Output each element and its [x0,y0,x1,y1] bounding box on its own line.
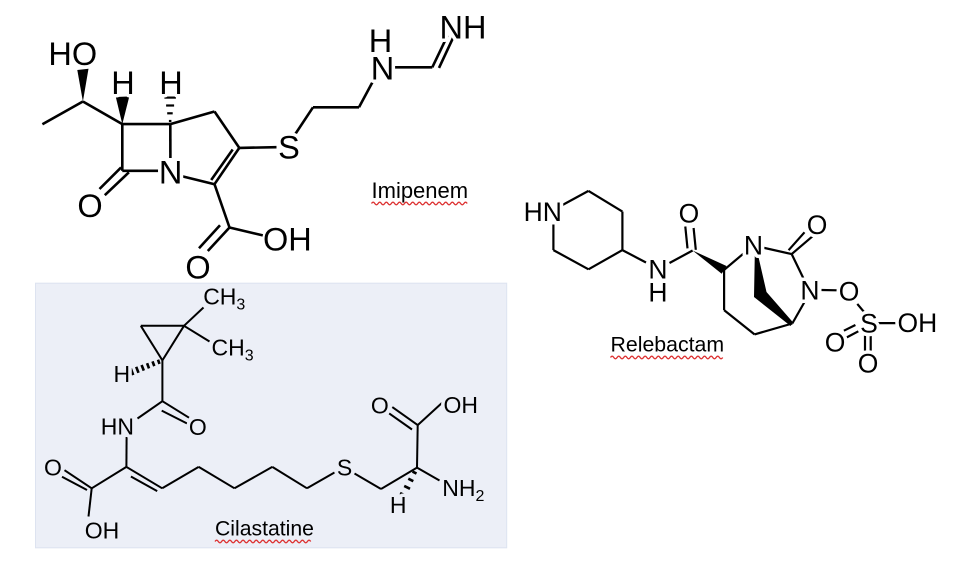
svg-text:O: O [77,188,102,224]
svg-text:O: O [825,328,846,358]
svg-text:H: H [111,65,134,101]
svg-text:HN: HN [101,414,134,440]
svg-text:O: O [858,349,879,379]
svg-text:H: H [390,492,407,518]
svg-text:N: N [371,50,394,86]
svg-text:O: O [825,328,846,358]
svg-text:OH: OH [85,517,120,543]
svg-text:Relebactam: Relebactam [611,333,725,357]
svg-text:N: N [648,255,667,285]
svg-text:HO: HO [48,36,97,72]
svg-text:O: O [44,454,62,480]
svg-text:S: S [337,455,352,481]
svg-text:H: H [159,65,182,101]
svg-text:NH: NH [440,9,487,45]
svg-text:O: O [839,277,860,307]
svg-text:H: H [369,23,392,59]
svg-text:HO: HO [48,36,97,72]
svg-text:S: S [860,309,878,339]
svg-text:O: O [77,188,102,224]
svg-text:N: N [800,276,819,306]
svg-text:HN: HN [524,197,562,227]
svg-text:O: O [44,454,62,480]
svg-text:H: H [648,278,667,308]
svg-text:H: H [369,23,392,59]
svg-text:H: H [390,492,407,518]
svg-text:N: N [159,154,182,190]
svg-text:S: S [278,129,300,165]
svg-text:H: H [113,361,130,387]
svg-text:S: S [337,455,352,481]
svg-text:H: H [648,278,667,308]
svg-text:H: H [159,65,182,101]
svg-text:OH: OH [85,517,120,543]
svg-text:HN: HN [101,414,134,440]
svg-text:S: S [278,129,300,165]
svg-text:O: O [189,414,207,440]
svg-text:N: N [744,231,763,261]
svg-text:N: N [800,276,819,306]
svg-text:Imipenem: Imipenem [372,178,469,203]
svg-text:H: H [111,65,134,101]
svg-text:O: O [858,349,879,379]
svg-text:N: N [159,154,182,190]
svg-text:N: N [744,231,763,261]
svg-text:O: O [679,199,700,229]
svg-text:H: H [113,361,130,387]
svg-text:HN: HN [524,197,562,227]
svg-text:O: O [839,277,860,307]
svg-text:O: O [189,414,207,440]
svg-text:O: O [807,210,828,240]
svg-text:O: O [185,249,210,285]
svg-text:OH: OH [263,222,312,258]
svg-text:S: S [860,309,878,339]
svg-text:O: O [679,199,700,229]
svg-text:OH: OH [444,392,479,418]
svg-text:NH: NH [440,9,487,45]
svg-text:O: O [371,393,389,419]
svg-text:OH: OH [898,308,938,338]
svg-text:N: N [648,255,667,285]
svg-text:Cilastatine: Cilastatine [215,518,314,541]
svg-text:N: N [371,50,394,86]
svg-text:O: O [807,210,828,240]
svg-text:O: O [371,393,389,419]
svg-text:OH: OH [444,392,479,418]
svg-text:OH: OH [898,308,938,338]
svg-text:O: O [185,249,210,285]
